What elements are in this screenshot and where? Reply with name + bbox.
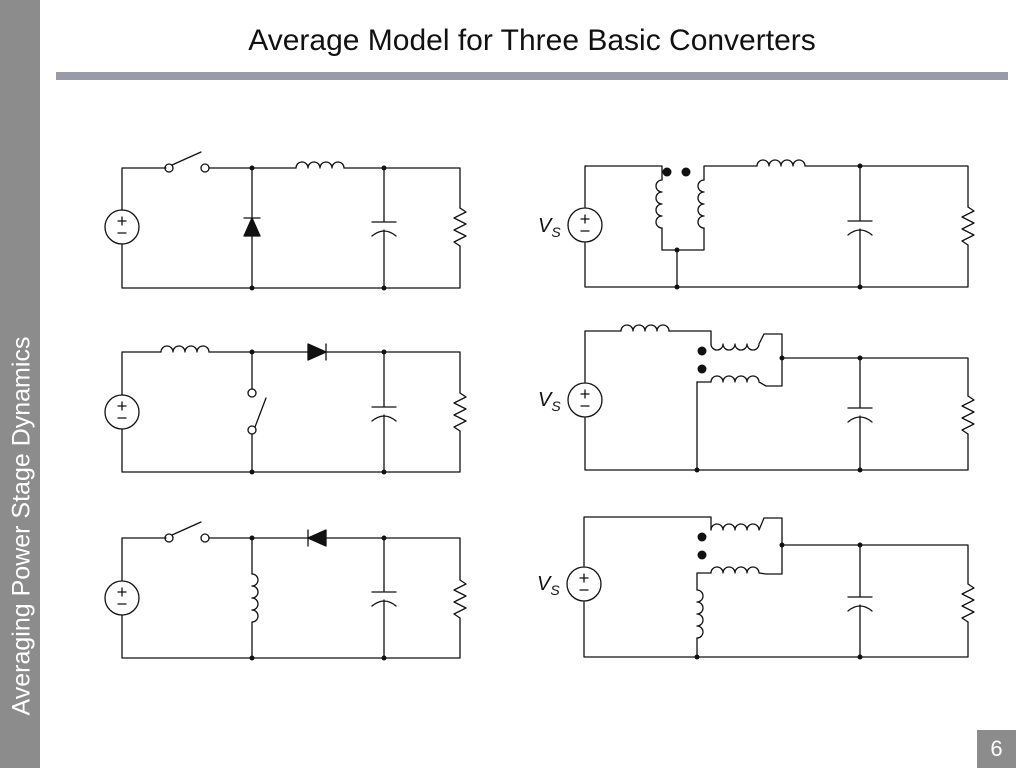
coupled-winding-lower [710,544,783,575]
resistor-symbol [453,392,467,432]
voltage-source-symbol [567,382,603,418]
polarity-dot [697,364,707,374]
capacitor-symbol [371,167,397,289]
inductor-symbol [160,345,210,353]
source-label: VS [538,389,561,414]
capacitor-symbol [371,351,397,473]
resistor-symbol [961,583,975,623]
resistor-symbol [961,206,975,246]
polarity-dot [662,167,672,177]
page-title: Average Model for Three Basic Converters [248,24,816,57]
diode-symbol [307,529,327,547]
tapped-boost-converter: VS [538,324,975,473]
flyback-converter: VS [538,159,975,290]
source-label: VS [537,573,560,598]
capacitor-symbol [847,357,873,471]
transformer-secondary [697,179,705,229]
switch-symbol [247,351,267,473]
inductor-symbol [620,324,670,332]
voltage-source-symbol [104,209,140,245]
coupled-winding-upper [710,333,969,397]
buck-boost-converter [104,521,467,661]
side-banner: Averaging Power Stage Dynamics [0,0,40,768]
diode-symbol [243,167,261,289]
inductor-symbol [295,161,345,169]
tapped-buck-boost-converter: VS [537,516,975,660]
source-label: VS [538,215,561,240]
buck-converter [104,151,467,291]
voltage-source-symbol [566,566,602,602]
resistor-symbol [453,579,467,619]
capacitor-symbol [371,537,397,659]
inductor-symbol [756,159,806,167]
transformer-primary [655,179,663,229]
voltage-source-symbol [104,394,140,430]
capacitor-symbol [847,165,873,288]
voltage-source-symbol [567,207,603,243]
polarity-dot [697,532,707,542]
page-number: 6 [977,730,1016,768]
switch-symbol [164,151,210,173]
boost-converter [104,343,467,475]
diode-symbol [307,343,327,361]
tapped-inductor-symbol [696,589,704,639]
resistor-symbol [453,207,467,247]
polarity-dot [697,346,707,356]
polarity-dot [681,167,691,177]
switch-symbol [164,521,210,543]
capacitor-symbol [847,544,873,658]
coupled-winding-upper [710,517,969,585]
title-rule [56,72,1008,80]
coupled-winding-lower [710,357,783,387]
resistor-symbol [961,395,975,435]
inductor-symbol [251,537,259,659]
voltage-source-symbol [104,580,140,616]
polarity-dot [697,550,707,560]
